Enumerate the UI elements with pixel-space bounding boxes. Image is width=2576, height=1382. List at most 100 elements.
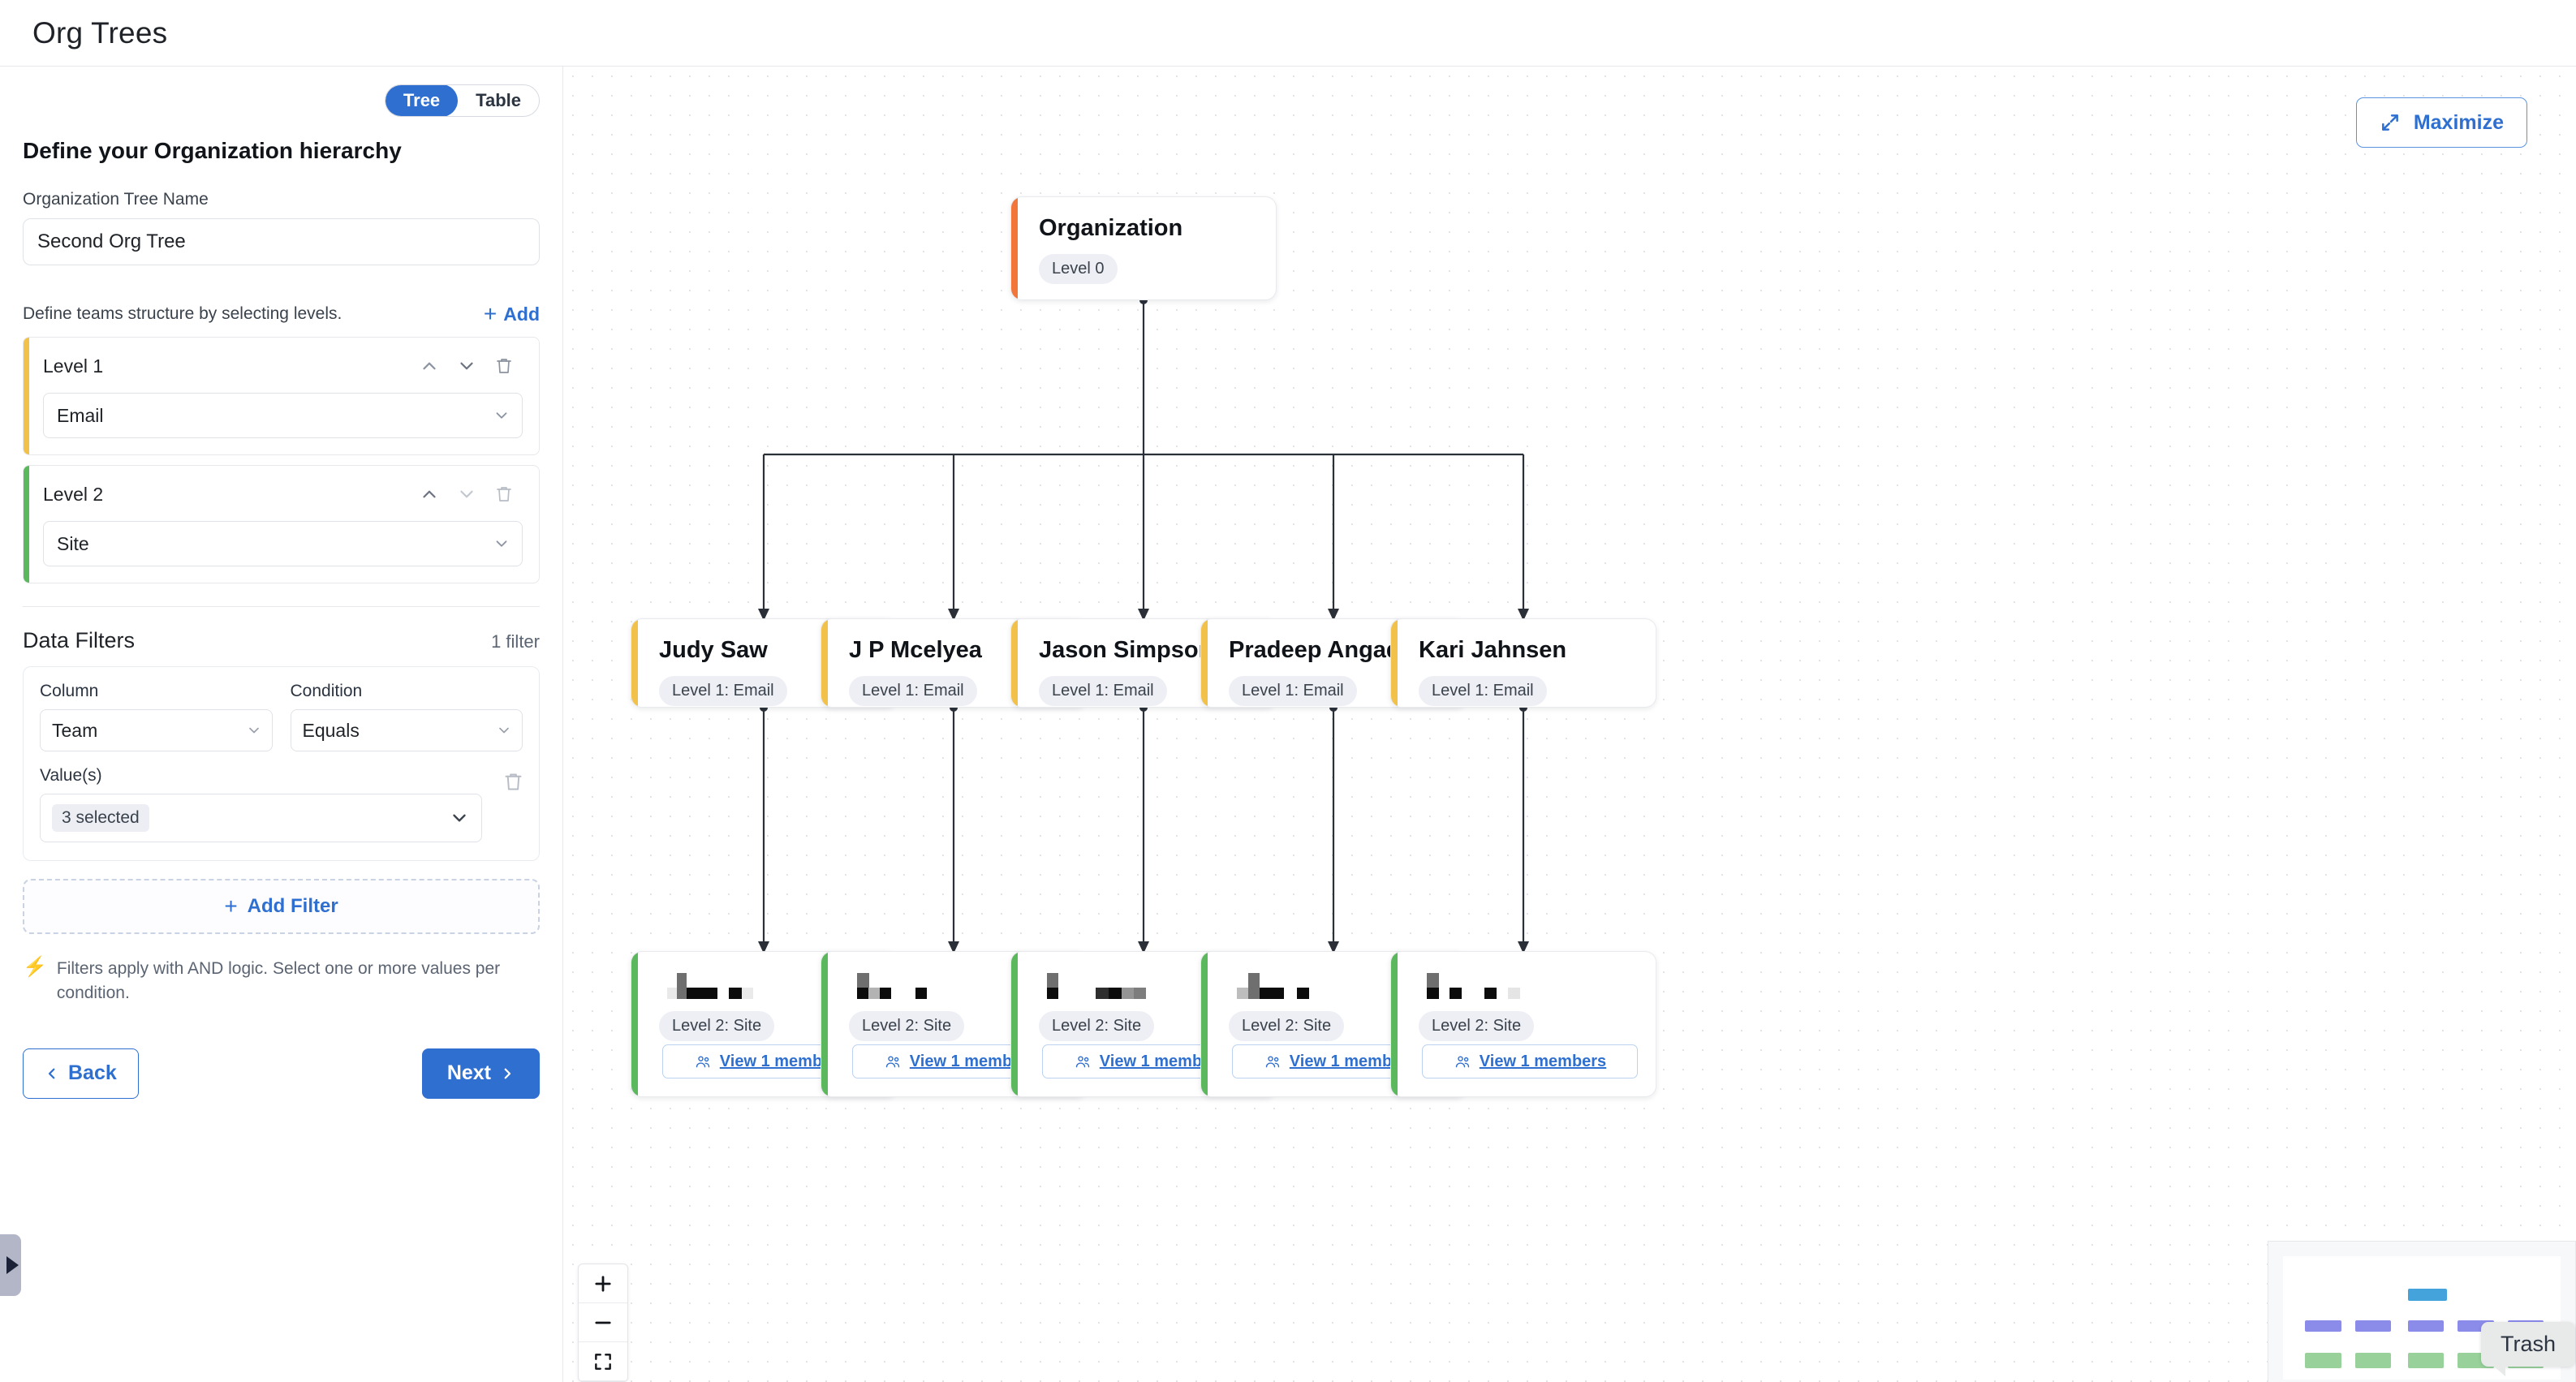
move-level-up-button[interactable] <box>411 479 448 510</box>
node-level-badge: Level 2: Site <box>1229 1011 1345 1041</box>
plus-icon <box>595 1275 611 1292</box>
members-icon <box>1265 1056 1280 1068</box>
minimap[interactable]: Trash <box>2268 1241 2576 1382</box>
org-node-level1[interactable]: Kari Jahnsen Level 1: Email <box>1390 618 1656 708</box>
chevron-down-icon <box>499 727 509 734</box>
minimap-node-level1 <box>2354 1320 2392 1332</box>
next-button[interactable]: Next <box>421 1048 540 1099</box>
node-accent-bar <box>1201 952 1208 1096</box>
node-title: Jason Simpson <box>1039 637 1213 663</box>
filter-column-value: Team <box>52 719 98 741</box>
node-title-redacted <box>1039 967 1258 999</box>
wizard-footer: Back Next <box>23 1048 540 1099</box>
view-toggle-row: Tree Table <box>23 67 540 117</box>
delete-filter-button[interactable] <box>502 771 524 797</box>
members-icon <box>696 1056 710 1068</box>
node-title: Judy Saw <box>659 637 768 663</box>
maximize-button[interactable]: Maximize <box>2355 97 2527 148</box>
node-level-badge: Level 0 <box>1039 254 1118 284</box>
node-accent-bar <box>1201 619 1208 707</box>
level-attribute-select[interactable]: Site <box>43 521 523 566</box>
move-level-down-button[interactable] <box>448 479 485 510</box>
view-members-label: View 1 members <box>1099 1052 1227 1070</box>
node-level-badge: Level 2: Site <box>849 1011 965 1041</box>
back-button[interactable]: Back <box>23 1048 139 1099</box>
minimap-node-level2 <box>2354 1352 2392 1369</box>
level-card-header: Level 1 <box>43 351 523 381</box>
minimap-node-root <box>2407 1288 2447 1301</box>
node-title: Organization <box>1039 215 1183 241</box>
filter-values-group: Value(s) 3 selected <box>40 766 482 842</box>
view-toggle[interactable]: Tree Table <box>384 84 540 117</box>
node-content: Kari Jahnsen Level 1: Email <box>1391 619 1656 706</box>
chevron-up-icon <box>423 490 436 498</box>
node-title-redacted <box>659 967 878 999</box>
node-content: Level 2: Site <box>821 952 1086 1041</box>
view-members-button[interactable]: View 1 members <box>1422 1044 1638 1078</box>
chevron-down-icon <box>460 362 473 370</box>
minimap-node-level1 <box>2305 1320 2341 1332</box>
org-node-root[interactable]: Organization Level 0 <box>1010 196 1277 300</box>
filter-row: Column Team Condition Equals <box>23 666 540 861</box>
page-title: Org Trees <box>32 15 168 50</box>
tree-name-input[interactable] <box>23 218 540 265</box>
filter-values-select[interactable]: 3 selected <box>40 794 482 842</box>
org-node-level2[interactable]: Level 2: Site View 1 members <box>1390 951 1656 1097</box>
level-card-header: Level 2 <box>43 479 523 510</box>
plus-icon: + <box>224 893 238 919</box>
chevron-left-icon <box>48 1068 55 1079</box>
node-title-redacted <box>849 967 1068 999</box>
node-title: Pradeep Angadi <box>1229 637 1407 663</box>
levels-header: Define teams structure by selecting leve… <box>23 303 540 325</box>
node-content: Organization Level 0 <box>1011 197 1276 284</box>
node-accent-bar <box>631 619 638 707</box>
move-level-down-button[interactable] <box>448 351 485 381</box>
chevron-down-icon <box>496 412 507 419</box>
app-body: Tree Table Define your Organization hier… <box>0 67 2576 1382</box>
node-content: Level 2: Site <box>1201 952 1466 1041</box>
filter-column-select[interactable]: Team <box>40 709 273 751</box>
level-title: Level 2 <box>43 483 104 505</box>
node-level-badge: Level 1: Email <box>849 676 977 706</box>
node-level-badge: Level 2: Site <box>1419 1011 1535 1041</box>
node-accent-bar <box>1011 952 1018 1096</box>
section-divider <box>23 606 540 607</box>
minimap-node-level1 <box>2407 1320 2445 1332</box>
node-accent-bar <box>821 952 828 1096</box>
tab-table[interactable]: Table <box>476 90 521 110</box>
maximize-label: Maximize <box>2413 110 2504 134</box>
add-level-button[interactable]: + Add <box>484 303 540 325</box>
zoom-in-button[interactable] <box>579 1264 627 1303</box>
fit-view-button[interactable] <box>579 1342 627 1381</box>
node-title: J P Mcelyea <box>849 637 982 663</box>
node-content: J P Mcelyea Level 1: Email <box>821 619 1086 706</box>
filter-values-label: Value(s) <box>40 766 102 785</box>
view-members-label: View 1 members <box>1289 1052 1417 1070</box>
node-level-badge: Level 2: Site <box>659 1011 775 1041</box>
node-content: Judy Saw Level 1: Email <box>631 619 896 706</box>
data-filters-header: Data Filters 1 filter <box>23 628 540 653</box>
collapse-sidebar-handle[interactable] <box>0 1234 21 1296</box>
level-attribute-value: Site <box>57 532 89 554</box>
tab-tree[interactable]: Tree <box>385 85 459 116</box>
move-level-up-button[interactable] <box>411 351 448 381</box>
org-tree-canvas[interactable]: Maximize <box>563 67 2576 1382</box>
view-members-label: View 1 members <box>719 1052 847 1070</box>
filter-condition-label: Condition <box>290 682 363 700</box>
trash-tooltip: Trash <box>2480 1322 2575 1376</box>
zoom-out-button[interactable] <box>579 1303 627 1342</box>
tree-name-label: Organization Tree Name <box>23 190 209 209</box>
node-accent-bar <box>821 619 828 707</box>
delete-level-button[interactable] <box>485 479 523 510</box>
filter-column-group: Column Team <box>40 682 273 751</box>
filters-hint: ⚡ Filters apply with AND logic. Select o… <box>23 956 534 1006</box>
delete-level-button[interactable] <box>485 351 523 381</box>
level-attribute-select[interactable]: Email <box>43 393 523 438</box>
minimap-node-level2 <box>2407 1352 2445 1369</box>
levels-hint: Define teams structure by selecting leve… <box>23 304 342 323</box>
add-filter-button[interactable]: + Add Filter <box>23 879 540 934</box>
filter-condition-value: Equals <box>302 719 360 741</box>
filter-condition-select[interactable]: Equals <box>290 709 523 751</box>
zoom-controls[interactable] <box>578 1264 628 1382</box>
level-attribute-value: Email <box>57 404 104 426</box>
